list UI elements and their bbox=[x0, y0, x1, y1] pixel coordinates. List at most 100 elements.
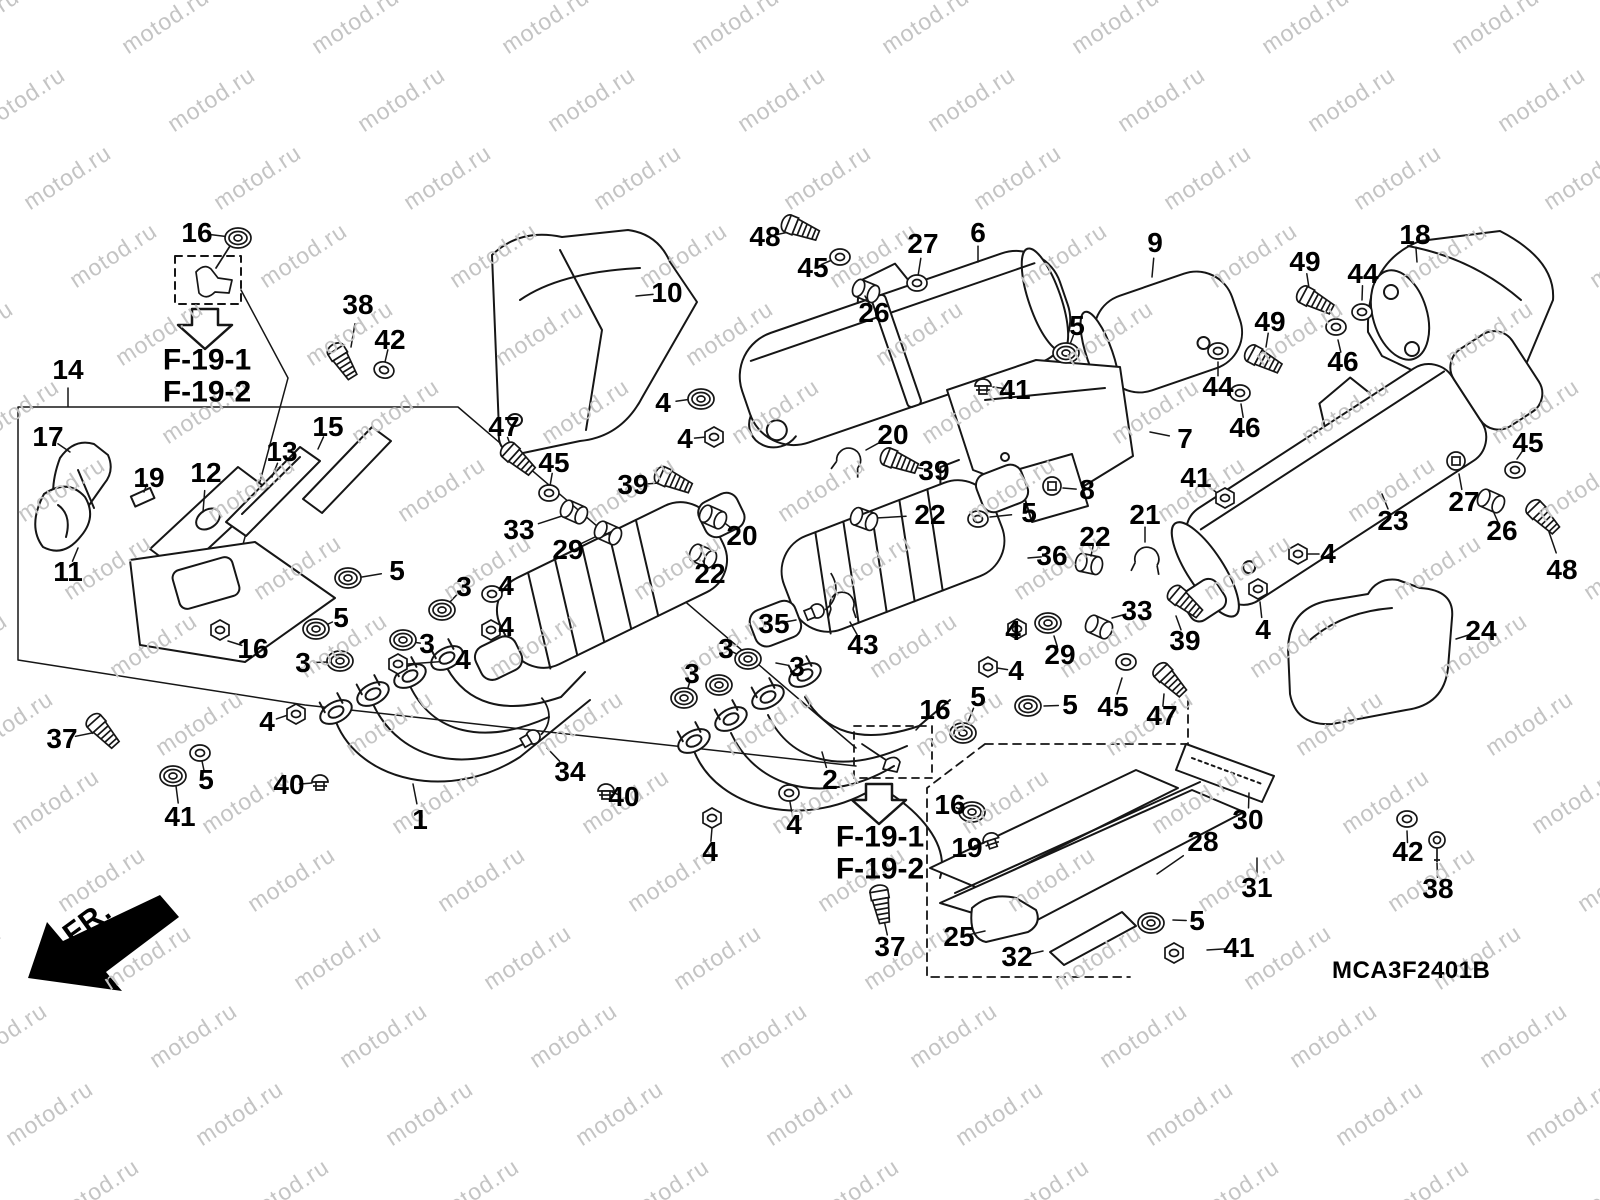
callout-4: 4 bbox=[498, 611, 514, 642]
fastener-washer-glyph bbox=[1325, 318, 1347, 336]
callout-41: 41 bbox=[164, 801, 196, 832]
callout-36: 36 bbox=[1036, 540, 1068, 571]
fastener-grommet-glyph bbox=[687, 388, 715, 410]
callout-4: 4 bbox=[1320, 538, 1336, 569]
leader-line-5 bbox=[989, 514, 1013, 518]
fastener-nut-glyph bbox=[481, 619, 501, 641]
callout-26: 26 bbox=[858, 297, 890, 328]
fastener-nut-glyph bbox=[1164, 942, 1184, 964]
callout-37: 37 bbox=[874, 931, 906, 962]
fastener-grommet-glyph bbox=[1034, 612, 1062, 634]
fastener-screw-glyph bbox=[1428, 831, 1446, 862]
leader-line-29 bbox=[1053, 635, 1059, 648]
callout-41: 41 bbox=[1223, 932, 1255, 963]
leader-line-4 bbox=[996, 667, 1009, 671]
fastener-bolt-glyph bbox=[780, 214, 821, 242]
fastener-washer-glyph bbox=[1504, 461, 1526, 479]
callout-41: 41 bbox=[999, 374, 1031, 405]
down-arrow-icon bbox=[176, 307, 234, 351]
callout-16: 16 bbox=[919, 694, 951, 725]
callout-4: 4 bbox=[1005, 615, 1021, 646]
leader-line-19 bbox=[973, 842, 985, 847]
fastener-washer-glyph bbox=[1115, 653, 1137, 671]
leader-line-42 bbox=[1406, 830, 1409, 844]
fastener-bolt-glyph bbox=[499, 441, 537, 477]
fastener-grommet-glyph bbox=[734, 648, 762, 670]
fastener-washer-glyph bbox=[1207, 342, 1229, 360]
callout-13: 13 bbox=[266, 436, 298, 467]
leader-line-20 bbox=[865, 441, 882, 451]
fastener-nut-glyph bbox=[978, 656, 998, 678]
leader-line-5 bbox=[201, 760, 205, 773]
diagram-code: MCA3F2401B bbox=[1332, 957, 1491, 984]
leader-line-49 bbox=[1265, 332, 1269, 348]
fastener-grommet-glyph bbox=[389, 629, 417, 651]
callout-48: 48 bbox=[749, 221, 781, 252]
callout-7: 7 bbox=[1177, 423, 1193, 454]
fastener-clip-glyph bbox=[982, 832, 1000, 850]
fastener-grommet-glyph bbox=[670, 687, 698, 709]
callout-5: 5 bbox=[1062, 689, 1078, 720]
callout-34: 34 bbox=[554, 756, 586, 787]
callout-6: 6 bbox=[970, 217, 986, 248]
callout-4: 4 bbox=[655, 387, 671, 418]
callout-45: 45 bbox=[1512, 427, 1544, 458]
left-heat-shields bbox=[34, 426, 392, 663]
leader-line-47 bbox=[1162, 693, 1165, 707]
callout-42: 42 bbox=[1392, 836, 1424, 867]
leader-line-18 bbox=[1415, 246, 1418, 263]
leader-line-5 bbox=[1043, 704, 1060, 707]
fastener-bolt-glyph bbox=[85, 712, 121, 750]
leader-line-22 bbox=[1090, 544, 1094, 557]
callout-39: 39 bbox=[1169, 625, 1201, 656]
callout-22: 22 bbox=[914, 499, 946, 530]
callout-5: 5 bbox=[1189, 905, 1205, 936]
fastener-nut-glyph bbox=[1248, 578, 1268, 600]
callout-29: 29 bbox=[1044, 639, 1076, 670]
leader-line-41 bbox=[992, 386, 1006, 390]
callout-27: 27 bbox=[1448, 486, 1480, 517]
fastener-grommet-glyph bbox=[958, 801, 986, 823]
reference-dashed-box-top bbox=[174, 245, 289, 623]
fastener-grommet-glyph bbox=[1014, 695, 1042, 717]
exhaust-chamber-left bbox=[473, 491, 746, 681]
fastener-ring-glyph bbox=[698, 504, 728, 530]
leader-line-3 bbox=[775, 662, 789, 666]
reference-dashed-box-bottom-large bbox=[926, 699, 1189, 978]
leader-line-36 bbox=[1027, 556, 1042, 559]
leader-line-22 bbox=[875, 515, 907, 519]
leader-line-27 bbox=[917, 257, 922, 277]
callout-4: 4 bbox=[1008, 655, 1024, 686]
leader-line-49 bbox=[1306, 272, 1310, 289]
callout-46: 46 bbox=[1327, 346, 1359, 377]
leader-line-4 bbox=[275, 714, 289, 720]
callout-49: 49 bbox=[1289, 246, 1321, 277]
callout-18: 18 bbox=[1399, 219, 1431, 250]
fastener-grommet-glyph bbox=[1137, 912, 1165, 934]
fastener-nut-glyph bbox=[210, 619, 230, 641]
leader-line-15 bbox=[317, 436, 325, 450]
fastener-bolt-glyph bbox=[869, 884, 891, 925]
callout-38: 38 bbox=[342, 289, 374, 320]
fastener-washer-glyph bbox=[538, 484, 560, 502]
callout-3: 3 bbox=[718, 633, 734, 664]
fastener-clip-glyph bbox=[597, 783, 615, 800]
callout-22: 22 bbox=[694, 558, 726, 589]
leader-line-39 bbox=[1175, 615, 1182, 631]
fastener-clip-glyph bbox=[311, 774, 329, 791]
callout-22: 22 bbox=[1079, 521, 1111, 552]
leader-line-16 bbox=[227, 640, 243, 647]
fastener-bolt-glyph bbox=[879, 447, 920, 475]
callout-16: 16 bbox=[934, 789, 966, 820]
leader-line-41 bbox=[1204, 483, 1217, 493]
exhaust-pipe-2 bbox=[693, 696, 951, 879]
fastener-washer-glyph bbox=[778, 784, 800, 802]
fastener-washer-glyph bbox=[189, 744, 211, 762]
callout-26: 26 bbox=[1486, 515, 1518, 546]
leader-line-26 bbox=[1493, 512, 1500, 524]
fastener-grommet-glyph bbox=[224, 227, 252, 249]
leader-line-5 bbox=[967, 707, 975, 723]
